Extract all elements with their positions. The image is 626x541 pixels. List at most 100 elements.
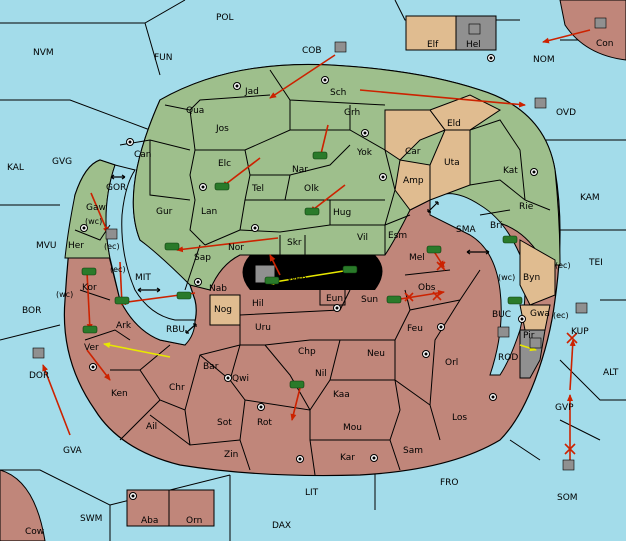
svg-text:DOR: DOR [29, 371, 49, 381]
svg-text:Web: Web [287, 274, 307, 284]
svg-text:Ail: Ail [146, 422, 157, 432]
svg-text:Feu: Feu [407, 324, 423, 334]
svg-text:Mou: Mou [343, 423, 362, 433]
svg-text:COB: COB [302, 46, 322, 56]
svg-text:Uta: Uta [444, 158, 460, 168]
svg-text:BUC: BUC [492, 310, 511, 320]
svg-text:Los: Los [452, 413, 467, 423]
svg-text:(ec): (ec) [104, 242, 120, 251]
svg-text:(ec): (ec) [555, 261, 571, 270]
svg-text:Pir: Pir [523, 331, 535, 341]
svg-text:Orl: Orl [445, 358, 458, 368]
svg-text:Nab: Nab [209, 284, 227, 294]
svg-text:GVA: GVA [63, 446, 83, 456]
svg-text:Mel: Mel [409, 253, 425, 263]
svg-text:SWM: SWM [80, 514, 102, 524]
svg-text:Chp: Chp [298, 347, 316, 357]
svg-text:Ver: Ver [84, 343, 99, 353]
svg-text:Chr: Chr [169, 383, 185, 393]
svg-text:BOR: BOR [22, 306, 41, 316]
svg-text:(ec): (ec) [110, 265, 126, 274]
svg-text:Kor: Kor [82, 283, 97, 293]
region-Orn[interactable] [168, 489, 215, 527]
svg-text:ALT: ALT [603, 368, 619, 378]
svg-text:Ken: Ken [111, 389, 128, 399]
armies [81, 151, 523, 389]
region-Byn[interactable] [519, 239, 556, 306]
svg-text:Hug: Hug [333, 208, 351, 218]
svg-text:Her: Her [68, 241, 84, 251]
svg-text:FUN: FUN [154, 53, 173, 63]
svg-text:MVU: MVU [36, 241, 57, 251]
svg-text:Can: Can [134, 150, 152, 160]
supply-centers [80, 54, 538, 500]
svg-text:GOR: GOR [106, 183, 126, 193]
svg-text:Lan: Lan [201, 207, 217, 217]
region-Eld[interactable] [429, 94, 501, 131]
svg-text:(wc): (wc) [85, 217, 102, 226]
svg-text:Vil: Vil [357, 233, 368, 243]
svg-text:Gur: Gur [156, 207, 173, 217]
svg-text:DAX: DAX [272, 521, 291, 531]
svg-text:GVG: GVG [52, 157, 72, 167]
failed-orders [404, 261, 578, 455]
region-borders [65, 69, 551, 476]
svg-text:Kar: Kar [340, 453, 355, 463]
svg-text:Sam: Sam [403, 446, 423, 456]
svg-text:(wc): (wc) [498, 273, 515, 282]
svg-text:Elc: Elc [218, 159, 231, 169]
svg-text:Neu: Neu [367, 349, 385, 359]
svg-text:Eun: Eun [326, 294, 343, 304]
svg-text:Rot: Rot [257, 418, 272, 428]
svg-text:(ec): (ec) [553, 311, 569, 320]
svg-text:NOM: NOM [533, 55, 555, 65]
svg-text:Sot: Sot [217, 418, 232, 428]
svg-text:Jad: Jad [244, 87, 259, 97]
svg-text:GVP: GVP [555, 403, 574, 413]
svg-text:Yok: Yok [356, 148, 373, 158]
svg-text:Amp: Amp [403, 176, 424, 186]
svg-text:TEI: TEI [588, 258, 603, 268]
svg-text:Elf: Elf [427, 40, 439, 50]
svg-text:MIT: MIT [135, 273, 151, 283]
svg-text:(wc): (wc) [56, 290, 73, 299]
svg-text:Obs: Obs [418, 283, 436, 293]
region-Elf[interactable] [405, 15, 457, 51]
svg-text:SOM: SOM [557, 493, 578, 503]
svg-text:Nog: Nog [214, 305, 232, 315]
svg-text:Ark: Ark [116, 321, 132, 331]
supply-center-dots [82, 56, 536, 498]
svg-text:Grh: Grh [344, 108, 360, 118]
svg-text:KAL: KAL [7, 163, 24, 173]
svg-text:Nor: Nor [228, 243, 244, 253]
svg-text:Gaw: Gaw [86, 203, 106, 213]
svg-text:Skr: Skr [287, 238, 302, 248]
svg-text:Jos: Jos [215, 124, 229, 134]
svg-text:Nar: Nar [292, 165, 308, 175]
svg-text:Nil: Nil [315, 369, 327, 379]
svg-text:Zin: Zin [224, 450, 238, 460]
svg-text:Car: Car [405, 147, 421, 157]
region-labels: POL NVM FUN COB NOM Con OVD Elf Hel Jad … [7, 13, 619, 537]
svg-text:Hel: Hel [466, 40, 481, 50]
svg-text:Qua: Qua [186, 106, 204, 116]
svg-text:NVM: NVM [33, 48, 54, 58]
svg-text:Cow: Cow [25, 527, 44, 537]
svg-text:Aba: Aba [141, 516, 158, 526]
region-Uta[interactable] [429, 129, 471, 201]
svg-text:RBU: RBU [166, 325, 185, 335]
svg-text:Bar: Bar [203, 362, 219, 372]
svg-text:Byn: Byn [523, 273, 540, 283]
region-Amp[interactable] [394, 159, 431, 211]
svg-text:Gwa: Gwa [530, 309, 550, 319]
svg-text:Eld: Eld [447, 119, 461, 129]
svg-text:Sun: Sun [361, 295, 378, 305]
svg-text:Con: Con [596, 39, 614, 49]
svg-text:KUP: KUP [571, 327, 589, 337]
svg-text:POL: POL [216, 13, 234, 23]
svg-text:LIT: LIT [305, 488, 319, 498]
svg-text:Esm: Esm [388, 231, 407, 241]
svg-text:KAM: KAM [580, 193, 600, 203]
